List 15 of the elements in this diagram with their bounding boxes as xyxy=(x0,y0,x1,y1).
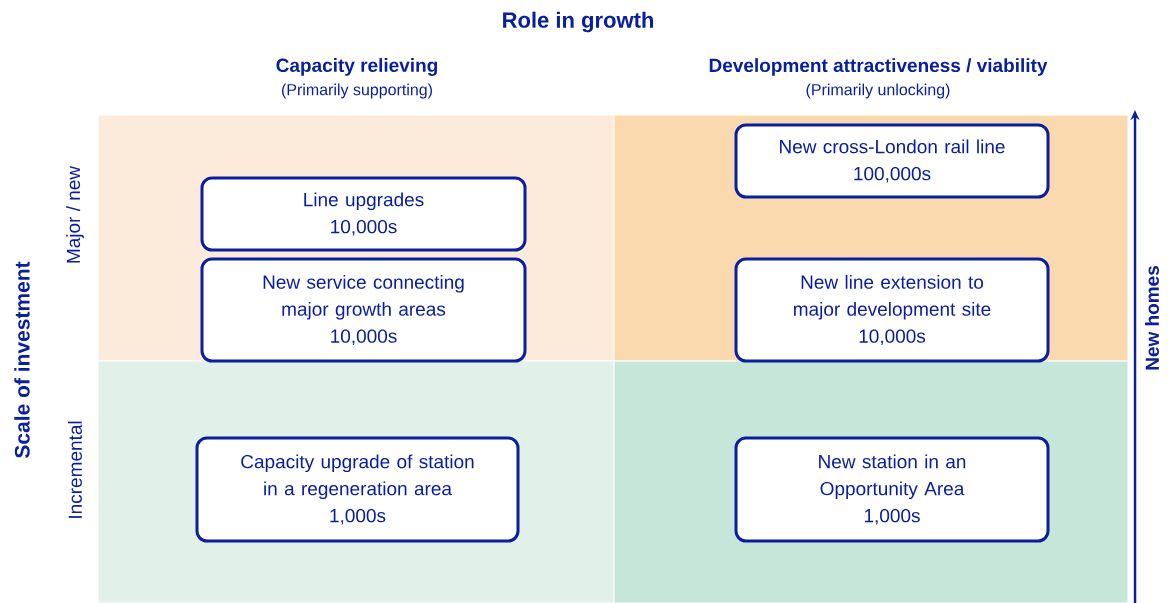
axis-label: (Primarily unlocking) xyxy=(806,83,950,99)
axis-label: Scale of investment xyxy=(14,261,30,458)
axis-label: (Primarily supporting) xyxy=(281,83,432,99)
axis-label: Capacity relieving xyxy=(276,58,437,76)
axis-label: Development attractiveness / viability xyxy=(709,58,1048,76)
axis-label: Major / new xyxy=(66,165,84,263)
axis-label: Incremental xyxy=(68,421,82,518)
text-box: New station in an Opportunity Area 1,000s xyxy=(734,436,1050,543)
text-box: New line extension to major development site 10,000s xyxy=(734,257,1050,363)
text-box: New cross-London rail line 100,000s xyxy=(734,123,1050,199)
axis-title: Role in growth xyxy=(503,11,653,33)
axis-label: New homes xyxy=(1145,266,1159,370)
text-box: New service connecting major growth areas 10,000s xyxy=(200,257,527,363)
text-box: Capacity upgrade of station in a regeneration area 1,000s xyxy=(195,436,520,543)
text-box: Line upgrades 10,000s xyxy=(200,176,527,252)
